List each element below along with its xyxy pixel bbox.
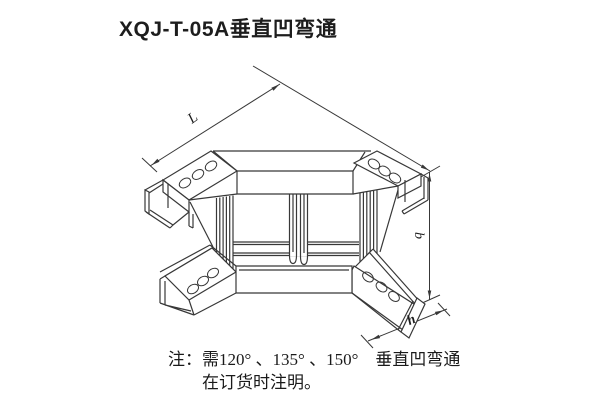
order-note: 注：需120° 、135° 、150° 垂直凹弯通 在订货时注明。 bbox=[168, 348, 460, 394]
bottom-tray-section bbox=[159, 244, 426, 339]
dimension-label-depth: b bbox=[411, 232, 426, 239]
dimension-label-length: L bbox=[184, 109, 201, 127]
dimension-arrows bbox=[151, 84, 444, 340]
page-title: XQJ-T-05A垂直凹弯通 bbox=[119, 18, 338, 41]
order-note-line2: 在订货时注明。 bbox=[202, 373, 321, 392]
dimension-lines bbox=[141, 65, 451, 349]
order-note-line1: 注：需120° 、135° 、150° 垂直凹弯通 bbox=[168, 350, 461, 369]
support-columns bbox=[215, 190, 378, 269]
top-tray-section bbox=[144, 150, 429, 229]
